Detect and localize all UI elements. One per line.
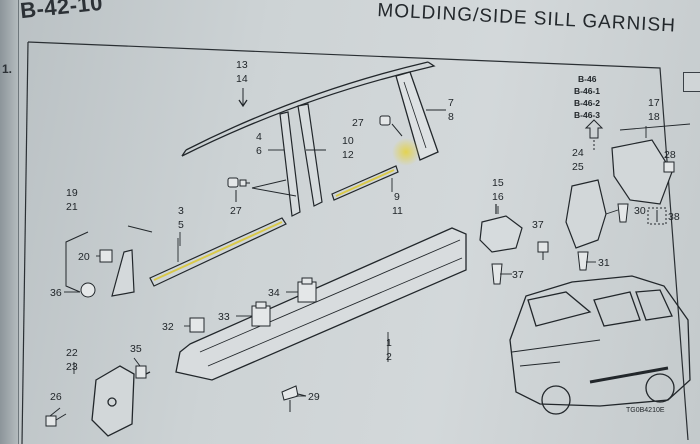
inner-garnish-part: [111, 249, 135, 297]
callout-28: 28: [664, 149, 676, 161]
callout-36: 36: [50, 287, 62, 299]
clip-31-part: [577, 251, 589, 271]
callout-27b: 27: [352, 117, 364, 129]
clip-27b-part: [379, 115, 403, 137]
callout-17: 17: [648, 97, 660, 109]
callout-19: 19: [66, 187, 78, 199]
figure-code: TG0B4210E: [626, 407, 665, 414]
callout-22: 22: [66, 347, 78, 359]
page-binding: [0, 0, 19, 444]
callout-27a: 27: [230, 205, 242, 217]
callout-23: 23: [66, 361, 78, 373]
page-reference-box: [683, 72, 700, 92]
callout-21: 21: [66, 201, 78, 213]
clip-37a-part: [537, 241, 549, 260]
rear-door-molding-part: [331, 165, 399, 201]
diagram-border: [27, 41, 689, 441]
callout-37a: 37: [532, 219, 544, 231]
cross-ref-2: B-46-1: [574, 86, 600, 96]
callout-29: 29: [308, 391, 320, 403]
callout-14: 14: [236, 73, 248, 85]
callout-37b: 37: [512, 269, 524, 281]
highlight-mark: [392, 138, 420, 166]
cross-ref-1: B-46: [578, 74, 597, 84]
diagram-border-left: [21, 41, 29, 444]
clip-32-part: [189, 317, 205, 333]
screw-36-part: [80, 282, 96, 298]
callout-34: 34: [268, 287, 280, 299]
callout-30: 30: [634, 205, 646, 217]
clip-30-part: [617, 203, 629, 223]
edge-mark: 1.: [2, 62, 13, 76]
callout-38: 38: [668, 211, 680, 223]
clip-37b-part: [491, 263, 503, 285]
clip-34-part: [297, 277, 317, 303]
callout-6: 6: [256, 145, 262, 157]
callout-12: 12: [342, 149, 354, 161]
callout-26: 26: [50, 391, 62, 403]
callout-13: 13: [236, 59, 248, 71]
vehicle-illustration: [509, 275, 691, 415]
callout-32: 32: [162, 321, 174, 333]
rear-mudguard-bracket: [611, 123, 691, 205]
bolt-26-part: [45, 413, 67, 427]
callout-33: 33: [218, 311, 230, 323]
callout-11: 11: [392, 205, 403, 217]
callout-20: 20: [78, 251, 90, 263]
callout-18: 18: [648, 111, 660, 123]
callout-10: 10: [342, 135, 354, 147]
callout-8: 8: [448, 111, 454, 123]
side-sill-garnish-part: [175, 227, 467, 381]
cross-ref-arrow: [584, 119, 604, 150]
front-door-molding-part: [149, 217, 287, 287]
callout-1: 1: [386, 337, 392, 349]
rear-pillar-garnish-part: [297, 103, 323, 207]
callout-16: 16: [492, 191, 504, 203]
rear-mudguard-part: [565, 179, 607, 249]
callout-5: 5: [178, 219, 184, 231]
inner-garnish-bracket: [65, 225, 153, 293]
clip-33-part: [251, 301, 271, 327]
callout-35: 35: [130, 343, 142, 355]
screw-38-part: [647, 207, 667, 225]
callout-7: 7: [448, 97, 454, 109]
clip-28-part: [663, 161, 675, 173]
callout-25: 25: [572, 161, 584, 173]
screw-29-part: [281, 385, 307, 412]
clip-27-part: [227, 177, 297, 202]
front-pillar-garnish-part: [279, 111, 301, 217]
callout-2: 2: [386, 351, 392, 363]
cross-ref-4: B-46-3: [574, 110, 600, 120]
callout-9: 9: [394, 191, 400, 203]
rear-quarter-garnish-part: [395, 71, 446, 161]
mudguard-bolt-35: [135, 365, 147, 379]
clip-20-part: [99, 249, 113, 263]
callout-3: 3: [178, 205, 184, 217]
callout-31: 31: [598, 257, 610, 269]
bracket-15-part: [479, 204, 523, 253]
callout-4: 4: [256, 131, 262, 143]
callout-24: 24: [572, 147, 584, 159]
leader-lines: [49, 126, 647, 417]
callout-15: 15: [492, 177, 504, 189]
cross-ref-3: B-46-2: [574, 98, 600, 108]
